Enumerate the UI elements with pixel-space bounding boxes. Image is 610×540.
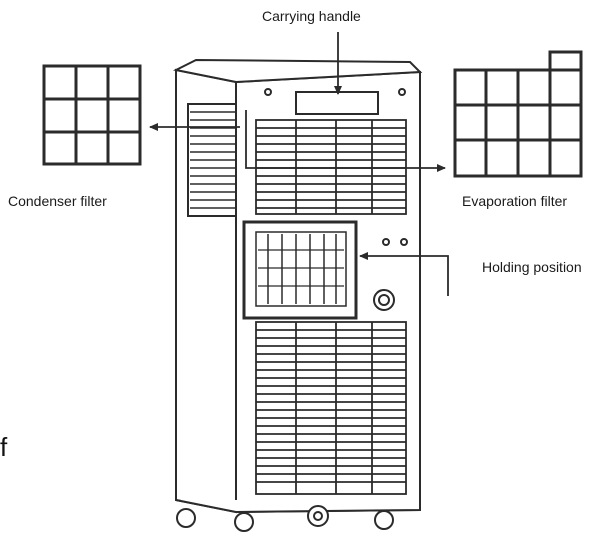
evaporation-filter-grid [455, 52, 581, 176]
condenser-filter-label: Condenser filter [8, 193, 107, 209]
holding-position-label: Holding position [482, 259, 582, 275]
stray-character: f [0, 432, 7, 463]
evaporation-filter-label: Evaporation filter [462, 193, 567, 209]
carrying-handle-label: Carrying handle [262, 8, 361, 24]
base-and-wheels [176, 500, 420, 531]
condenser-filter-grid [44, 66, 140, 164]
